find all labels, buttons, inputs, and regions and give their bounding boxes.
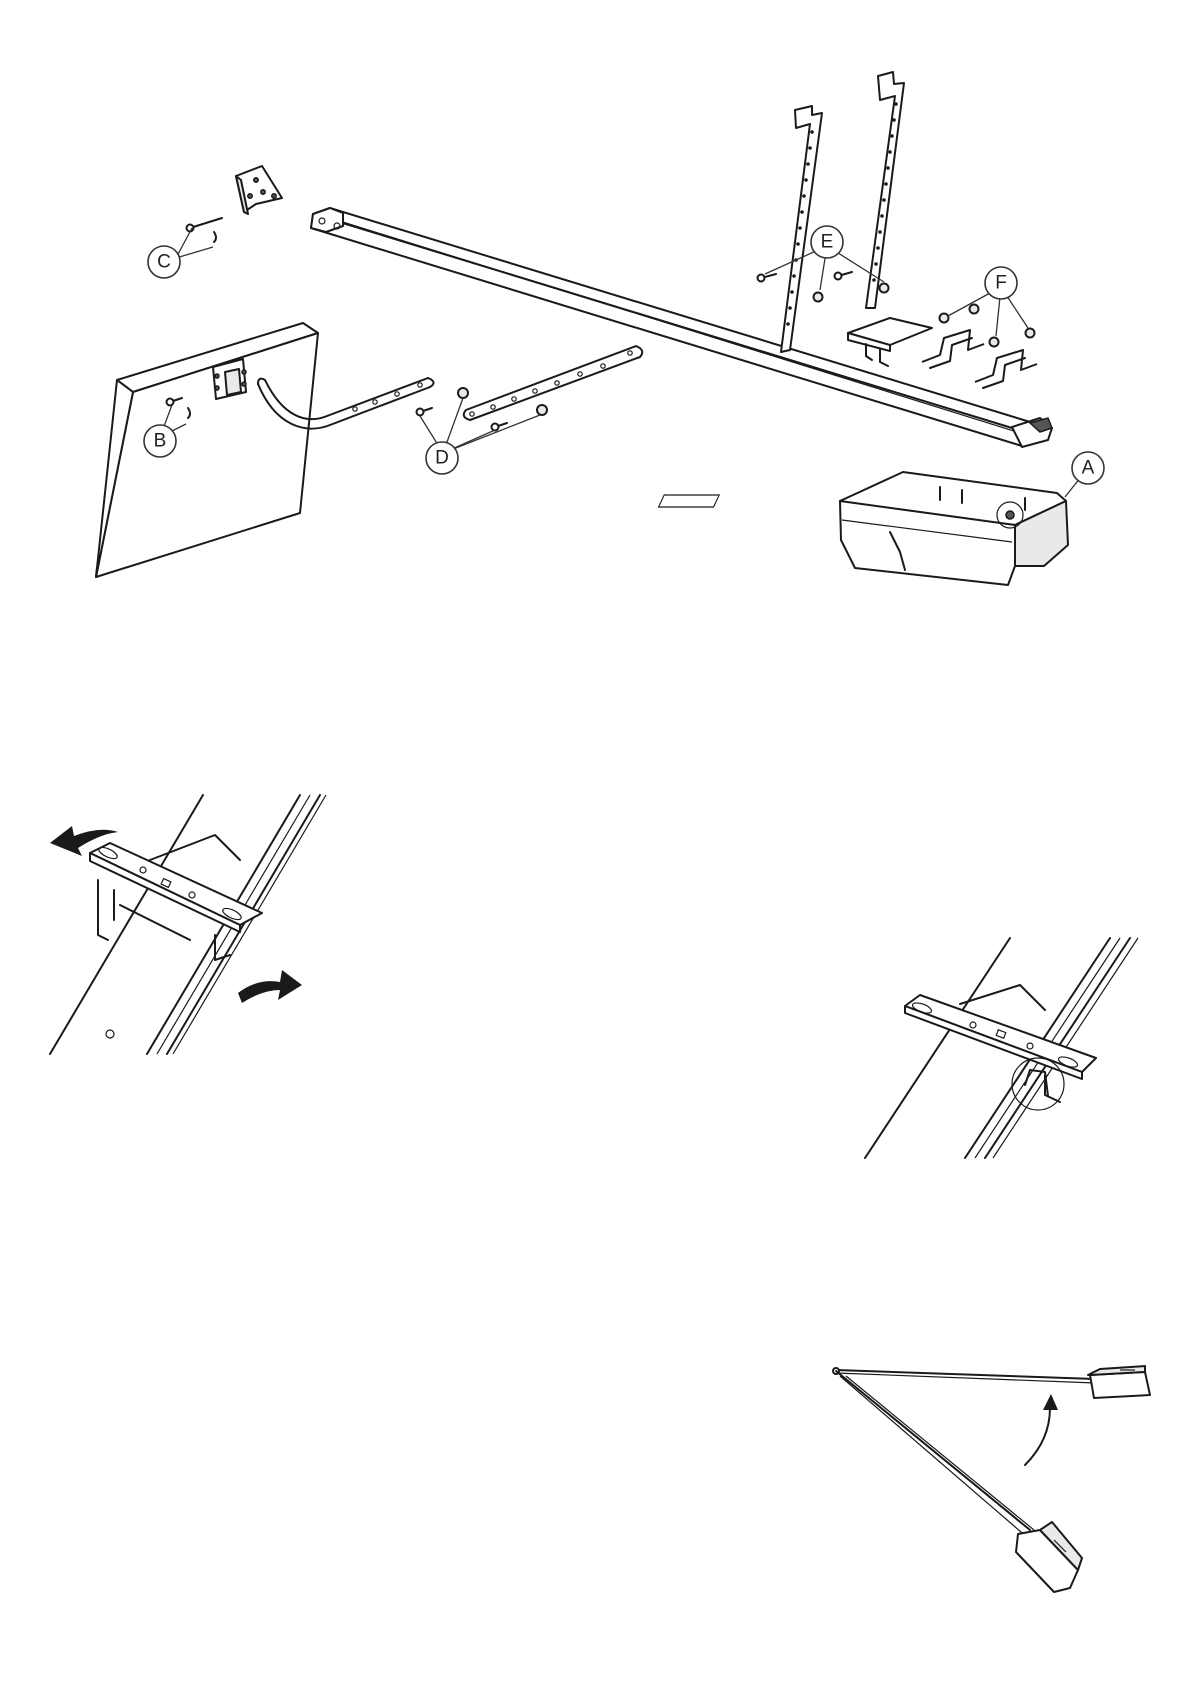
hanging-straps — [758, 72, 905, 352]
callout-d-label: D — [435, 448, 449, 469]
fastener-set-d — [417, 388, 548, 431]
callout-b-label: B — [154, 431, 167, 452]
bracket-locked-figure — [865, 938, 1138, 1158]
swing-arrow — [1025, 1408, 1050, 1465]
callout-d: D — [426, 442, 458, 474]
callout-a-label: A — [1082, 458, 1095, 479]
fastener-set-c — [187, 218, 223, 242]
straight-arm — [464, 346, 643, 420]
callout-e: E — [811, 226, 843, 258]
rotate-arrow-bottom — [238, 970, 302, 1003]
motor-unit — [659, 472, 1068, 585]
header-bracket — [236, 166, 282, 214]
exploded-parts-figure: A B C D E F — [96, 72, 1104, 585]
callout-c: C — [148, 246, 180, 278]
rail-swing-figure — [833, 1366, 1150, 1592]
callout-f-label: F — [995, 273, 1007, 294]
callout-f: F — [985, 267, 1017, 299]
callout-b: B — [144, 425, 176, 457]
callout-a: A — [1072, 452, 1104, 484]
callout-e-label: E — [821, 232, 834, 253]
bracket-rotation-figure — [50, 795, 326, 1054]
door-bracket — [213, 359, 246, 399]
garage-door-panel — [96, 323, 318, 577]
callout-c-label: C — [157, 252, 171, 273]
